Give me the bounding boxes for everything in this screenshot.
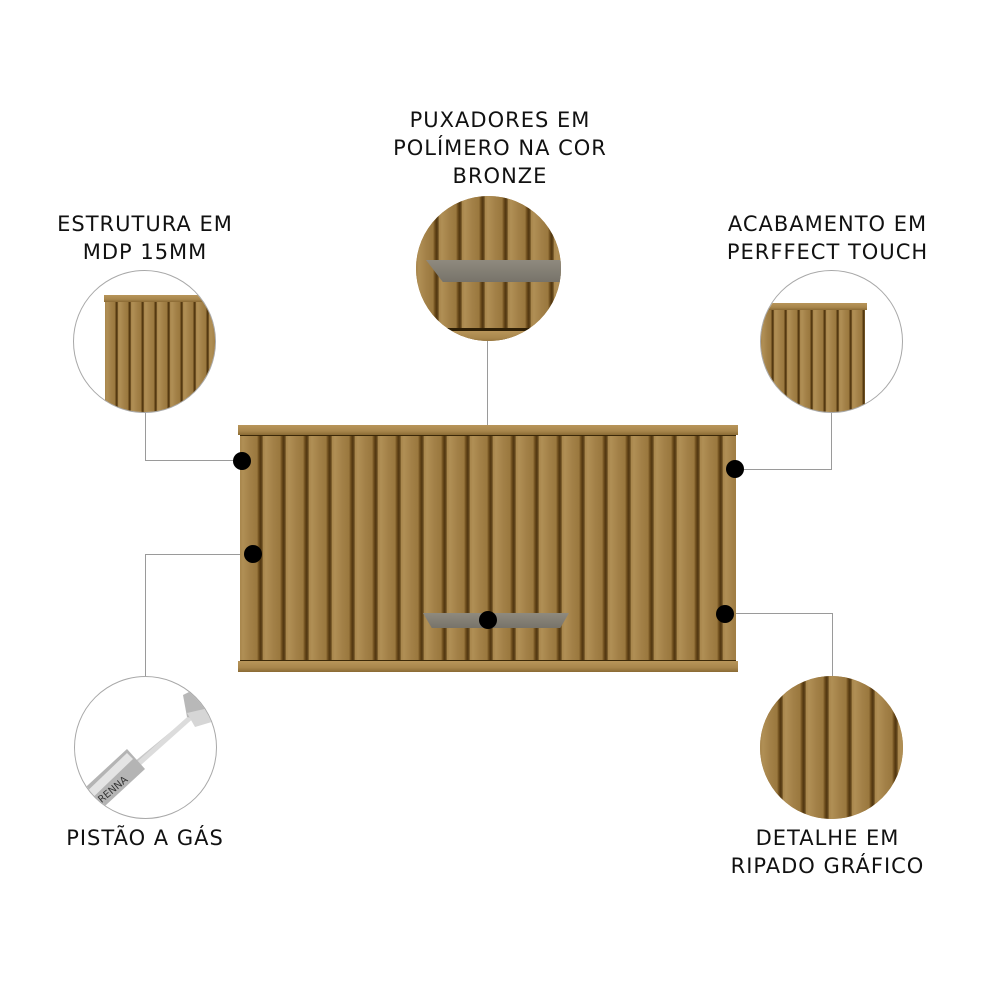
detail-handle-plank [416,331,561,341]
label-gas-piston-line-1: PISTÃO A GÁS [66,826,224,850]
detail-structure-plank [104,295,215,302]
leader-line-top-right-v [831,412,832,469]
hotspot-handle[interactable] [479,611,497,629]
detail-circle-handle [416,196,561,341]
gas-piston-icon: RENNA [75,685,216,817]
leader-line-bottom-right-v [832,613,833,687]
detail-circle-finish [760,270,903,413]
leader-line-bottom-left-h [145,554,253,555]
label-finish-line-2: PERFFECT TOUCH [726,240,929,264]
leader-line-top-left-h [145,460,242,461]
hotspot-slatted-detail[interactable] [716,605,734,623]
label-structure-line-2: MDP 15MM [82,240,208,264]
label-handles-line-2: POLÍMERO NA COR [393,136,607,160]
label-handles-line-1: PUXADORES EM [409,108,591,132]
hotspot-gas-piston[interactable] [244,545,262,563]
label-structure: ESTRUTURA EM MDP 15MM [40,210,250,266]
label-structure-line-1: ESTRUTURA EM [57,212,233,236]
label-slatted-detail: DETALHE EM RIPADO GRÁFICO [715,824,940,880]
label-slatted-line-1: DETALHE EM [755,826,900,850]
cabinet-top-plank [238,425,738,435]
leader-line-top-left-v [145,412,146,461]
detail-slatted-wood [760,676,903,819]
detail-circle-structure [73,270,216,413]
label-slatted-line-2: RIPADO GRÁFICO [730,854,925,878]
label-handles: PUXADORES EM POLÍMERO NA COR BRONZE [340,106,660,190]
detail-handle-bar [426,260,561,282]
label-gas-piston: PISTÃO A GÁS [40,824,250,852]
hotspot-structure[interactable] [233,452,251,470]
detail-circle-slatted [760,676,903,819]
detail-handle-door-edge [416,328,561,331]
detail-circle-gas-piston: RENNA [74,676,217,819]
leader-line-top-right-h [737,469,832,470]
label-handles-line-3: BRONZE [452,164,548,188]
cabinet-bottom-plank [238,661,738,672]
detail-finish-plank [761,303,867,310]
leader-line-bottom-left-v [145,554,146,676]
label-finish-line-1: ACABAMENTO EM [727,212,928,236]
label-finish: ACABAMENTO EM PERFFECT TOUCH [715,210,940,266]
detail-structure-slats [105,302,215,412]
leader-line-bottom-right-h [726,613,833,614]
cabinet [238,425,738,672]
hotspot-finish[interactable] [726,460,744,478]
detail-finish-slats [761,310,865,412]
